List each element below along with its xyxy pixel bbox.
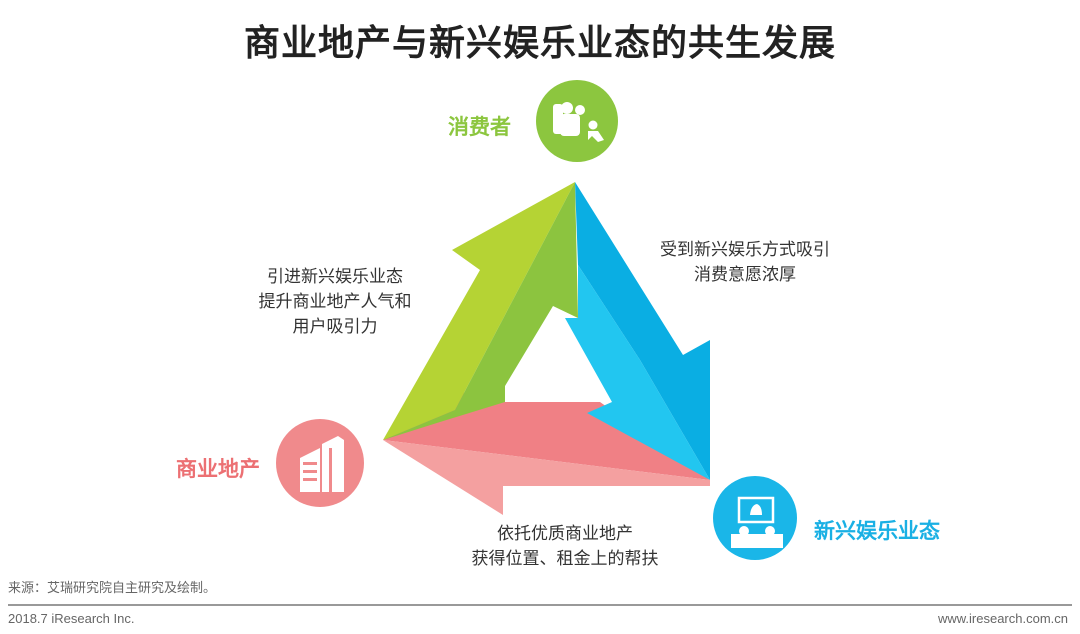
real-estate-node-icon [276, 419, 364, 507]
real-estate-label: 商业地产 [176, 457, 260, 481]
footer-divider [8, 604, 1072, 606]
arrow-blue-dark [575, 182, 710, 480]
desc-line: 获得位置、租金上的帮扶 [471, 549, 659, 569]
consumer-label: 消费者 [448, 115, 511, 139]
source-note: 来源：艾瑞研究院自主研究及绘制。 [8, 581, 217, 596]
desc-line: 提升商业地产人气和 [258, 292, 412, 312]
description-right: 受到新兴娱乐方式吸引 消费意愿浓厚 [640, 238, 850, 288]
desc-line: 依托优质商业地产 [497, 524, 633, 544]
consumer-node-icon [536, 80, 618, 162]
footer-copyright: 2018.7 iResearch Inc. [8, 611, 135, 626]
footer-website: www.iresearch.com.cn [937, 611, 1068, 626]
arrow-pink-bottom [383, 440, 710, 515]
desc-line: 消费意愿浓厚 [694, 265, 796, 285]
entertainment-label: 新兴娱乐业态 [814, 519, 940, 543]
page-title: 商业地产与新兴娱乐业态的共生发展 [243, 23, 836, 64]
arrow-green-light [383, 182, 575, 440]
arrow-blue-light [565, 265, 710, 480]
arrow-green-dark [383, 182, 578, 440]
entertainment-node-icon [713, 476, 797, 560]
desc-line: 用户吸引力 [292, 317, 378, 337]
description-bottom: 依托优质商业地产 获得位置、租金上的帮扶 [450, 522, 680, 572]
desc-line: 引进新兴娱乐业态 [267, 267, 403, 287]
desc-line: 受到新兴娱乐方式吸引 [660, 240, 830, 260]
description-left: 引进新兴娱乐业态 提升商业地产人气和 用户吸引力 [240, 265, 430, 340]
